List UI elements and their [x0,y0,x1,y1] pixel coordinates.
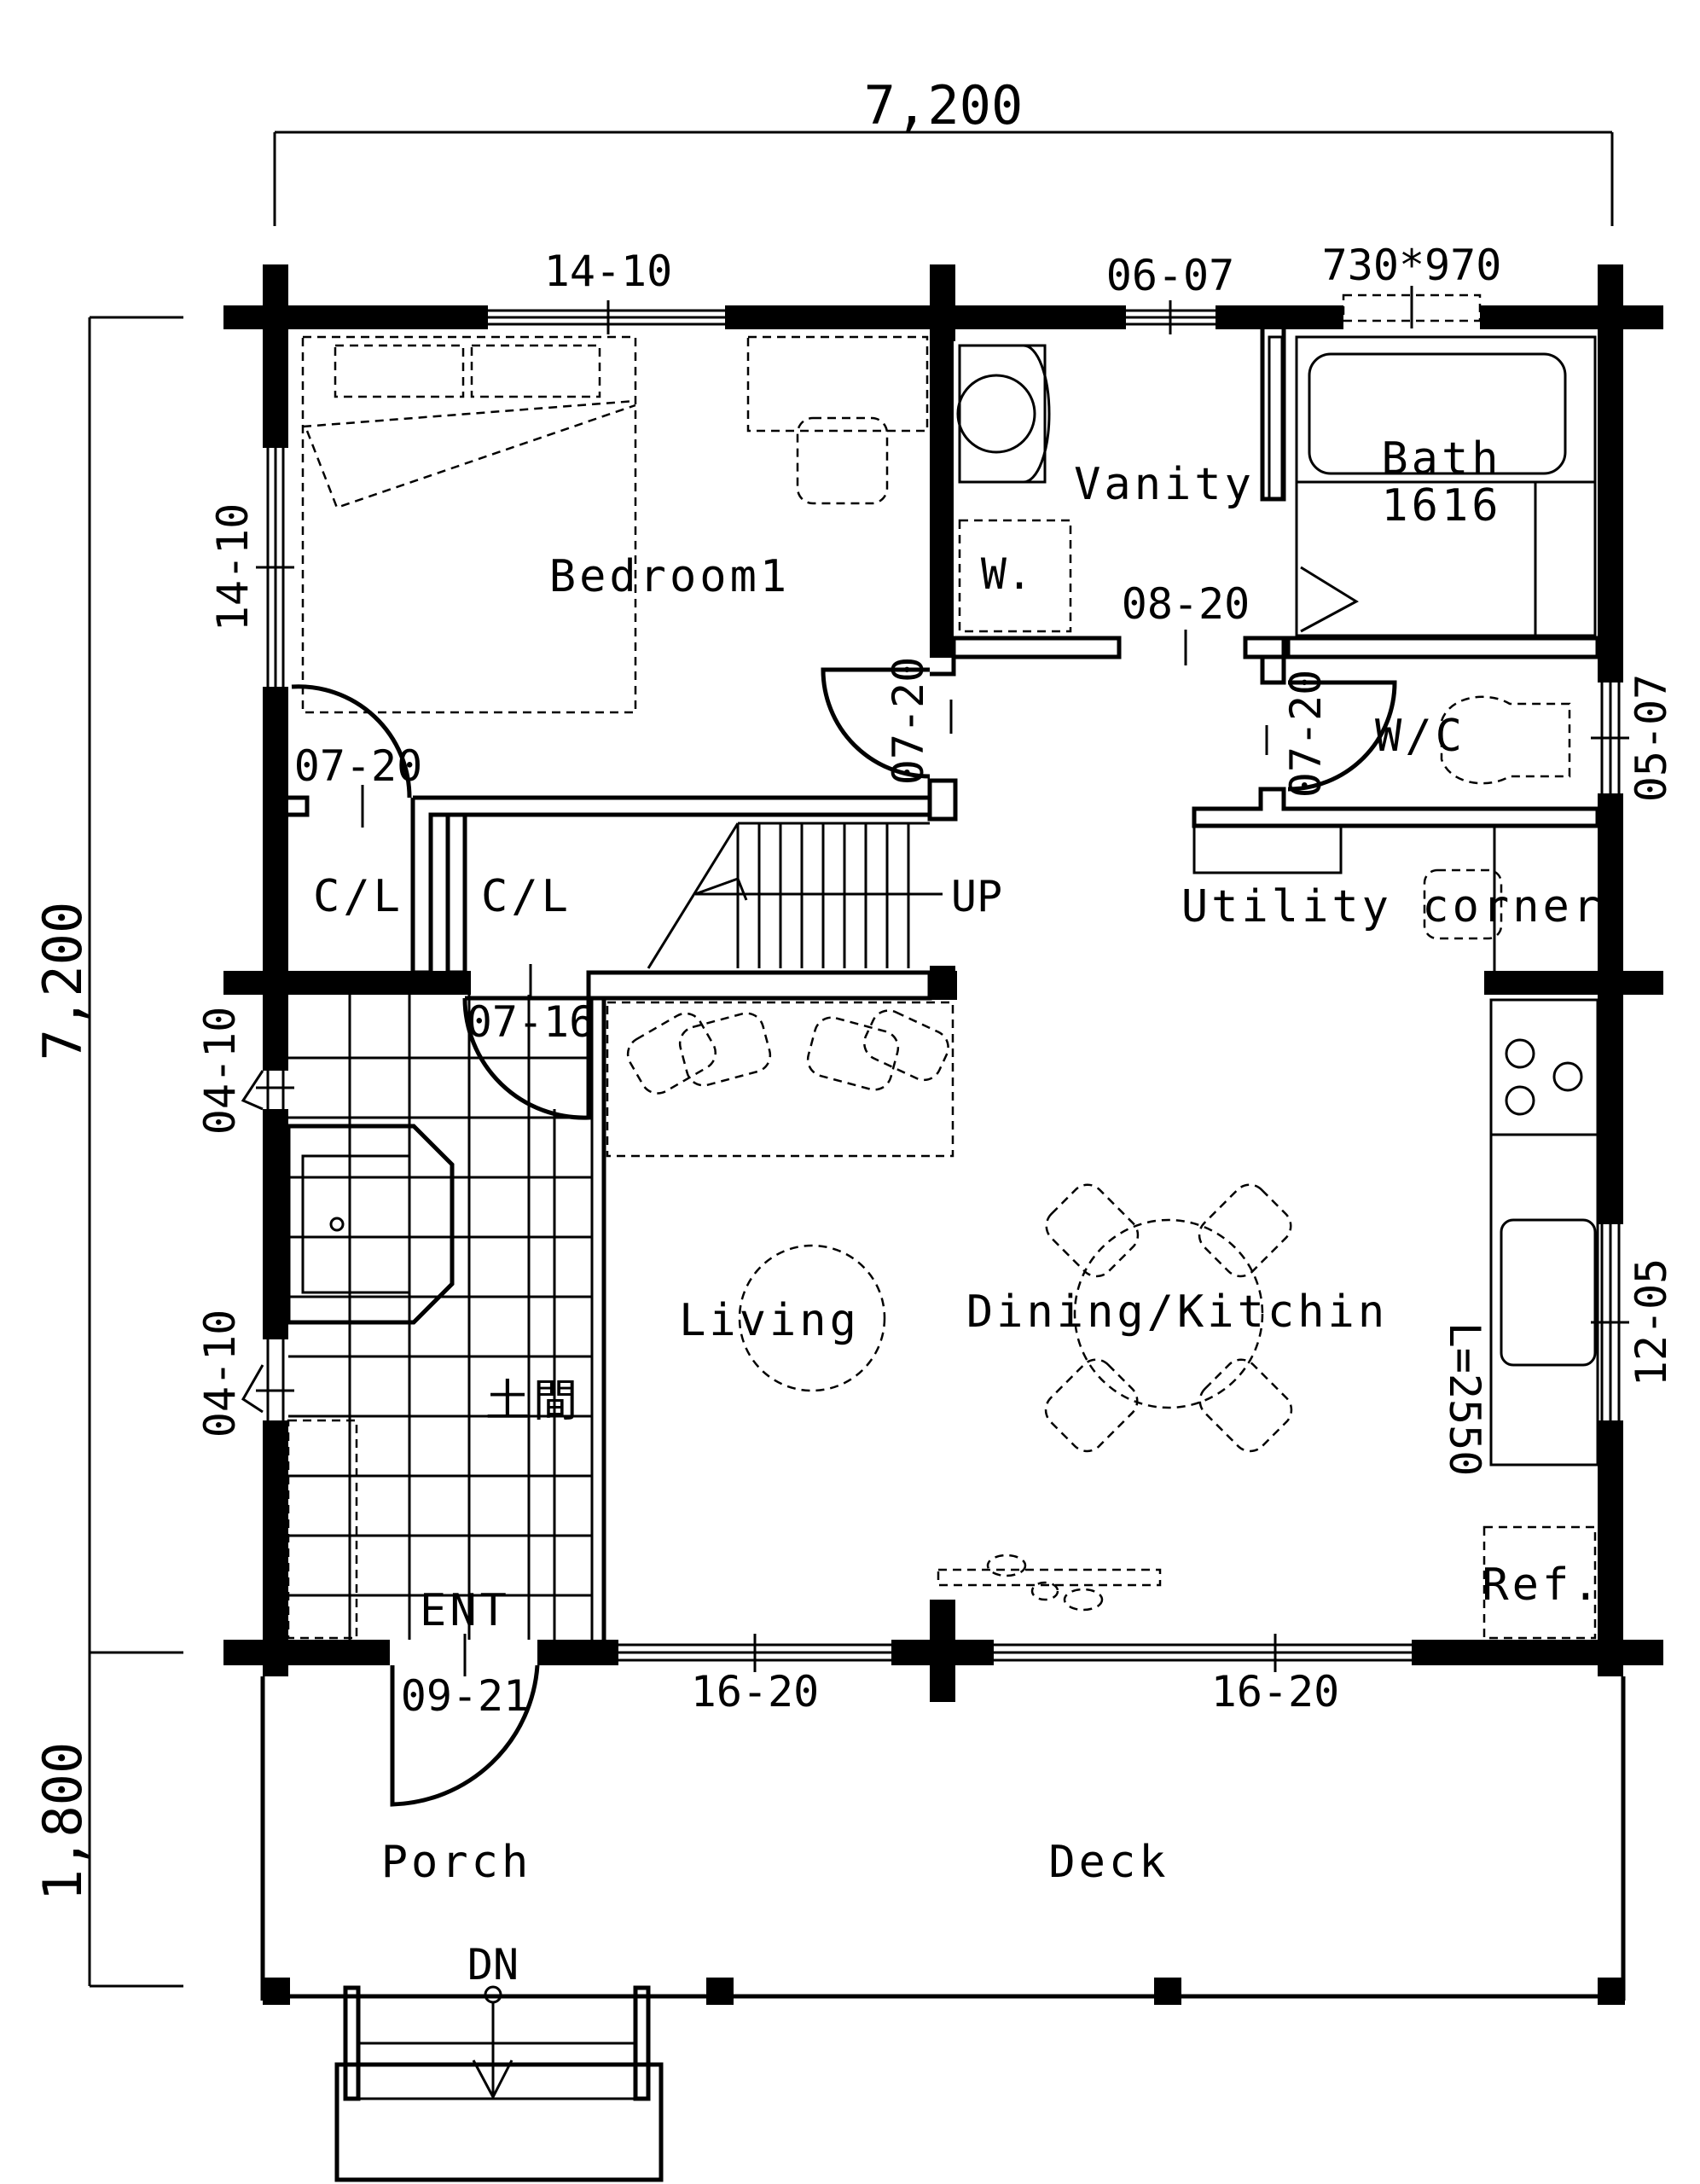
label-doma-window-lower: 04-10 [195,1310,245,1438]
dim-left-height: 7,200 [32,902,94,1061]
stair-down: DN [467,1940,519,1989]
label-bed-left-window: 14-10 [208,503,258,632]
dimension-left [88,316,183,1988]
label-closet-door: 07-16 [467,997,595,1047]
bed [301,335,637,714]
bath-window [1342,286,1482,328]
bed-door-swing [291,684,412,799]
deck-window-right [994,1634,1412,1672]
room-wc: W/C [1375,711,1465,762]
label-doma-window-upper: 04-10 [195,1007,245,1136]
room-deck: Deck [1048,1837,1169,1888]
room-dining: Dining/Kitchin [966,1287,1388,1338]
label-bed-top-window: 14-10 [544,247,673,296]
label-bath-window: 730*970 [1322,241,1502,290]
dining-set [1044,1183,1293,1453]
windows [241,286,1629,1672]
room-bath-size: 1616 [1381,480,1501,531]
bath-fixtures [1268,335,1597,637]
utility-counter [1192,824,1503,940]
room-living: Living [679,1295,860,1346]
label-vanity-door: 08-20 [1122,579,1250,629]
room-closet-b: C/L [481,871,572,922]
stairs [647,822,943,969]
toilet [1440,695,1571,785]
label-deck-window-right: 16-20 [1211,1667,1340,1716]
room-bath: Bath [1381,433,1501,485]
desk-chair [746,335,929,505]
sofa [606,1001,954,1158]
room-utility: Utility corner [1181,881,1603,932]
doma-window-upper [241,1070,294,1111]
dim-left-deck: 1,800 [32,1742,94,1902]
wc-window [1591,682,1629,793]
bed-top-window [488,300,725,334]
doma-tiles [288,995,592,1640]
vanity-window [1126,300,1216,334]
label-wc-door: 07-20 [1281,670,1331,799]
wc-door-swing [1287,680,1397,792]
kitchen-counter [1489,826,1599,1467]
labels: 7,200 7,200 1,800 Bedroom1 Vanity Bath 1… [32,74,1676,1989]
hall-door-swing [821,667,931,779]
dim-top-width: 7,200 [864,74,1024,136]
label-wc-window: 05-07 [1627,674,1676,803]
room-entrance: ENT [420,1585,510,1636]
room-doma: 土間 [485,1376,581,1427]
room-porch: Porch [381,1837,532,1888]
deck-structure [260,1676,1626,2005]
label-entry-door: 09-21 [401,1671,530,1721]
vanity-basin [956,344,1051,484]
dimension-top [273,131,1614,226]
room-closet-a: C/L [313,871,403,922]
entry-door-swing [390,1664,540,1807]
exterior-walls [223,264,1663,1702]
room-bedroom: Bedroom1 [549,551,790,602]
label-vanity-window: 06-07 [1106,251,1235,300]
label-deck-window-left: 16-20 [691,1667,820,1716]
room-vanity: Vanity [1074,459,1255,510]
living-table [738,1244,886,1392]
bed-left-window [256,448,294,687]
label-hall-door: 07-20 [884,657,933,786]
porch-steps [334,1985,664,2182]
ceiling-fan [937,1554,1162,1612]
interior-walls [288,329,1600,1640]
washer-area [958,519,1072,633]
doma-window-lower [241,1339,294,1420]
deck-window-left [618,1634,891,1672]
label-bed-door: 07-20 [294,741,423,791]
refrigerator [1482,1525,1597,1640]
room-ref: Ref. [1482,1560,1602,1611]
shoe-cabinet [286,1124,455,1640]
kitchen-window [1591,1224,1629,1420]
room-washer: W. [981,549,1032,599]
stair-up: UP [951,872,1002,921]
label-kitchen-window: 12-05 [1627,1258,1676,1387]
counter-length: L=2550 [1440,1322,1489,1477]
